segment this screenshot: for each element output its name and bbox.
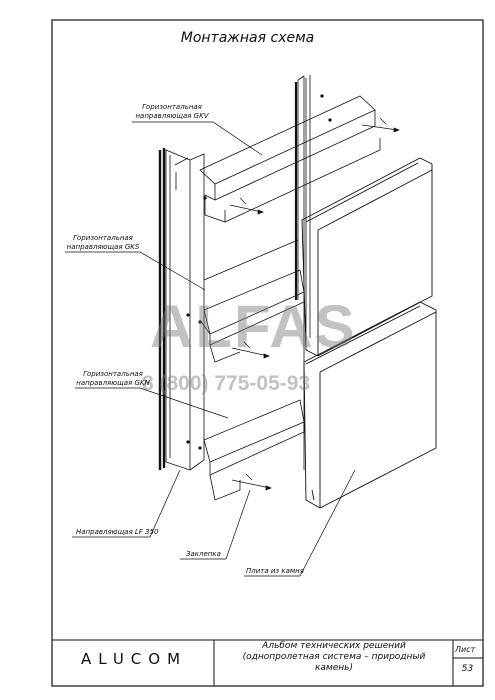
drawing-title: Монтажная схема: [180, 30, 315, 46]
stone-slab-lower: [303, 301, 437, 509]
label-gkv: Горизонтальная направляющая GKV: [132, 103, 212, 121]
sheet-number: 53: [461, 664, 474, 674]
sheet-frame: [51, 19, 484, 687]
label-lf350: Направляющая LF 350: [76, 528, 159, 536]
back-vertical-profile: [294, 75, 311, 470]
rail-gkv: [199, 94, 381, 223]
album-title: Альбом технических решений (однопролетна…: [216, 641, 452, 674]
label-clip: Заклепка: [186, 550, 221, 558]
label-gkn: Горизонтальная направляющая GKN: [74, 370, 152, 388]
leader-lines: [65, 121, 356, 577]
label-gkn-line2: направляющая GKN: [76, 379, 150, 387]
sheet-label: Лист: [455, 645, 476, 654]
label-gks: Горизонтальная направляющая GKS: [64, 234, 142, 252]
label-gkn-line1: Горизонтальная: [83, 370, 143, 378]
lf350-vertical-profile: [158, 148, 299, 471]
watermark-phone: 8 (800) 775-05-93: [142, 372, 311, 395]
dimension-marks: [229, 117, 400, 491]
label-gks-line2: направляющая GKS: [66, 243, 140, 251]
title-block-lines: [52, 639, 483, 686]
album-title-line3: камень): [315, 663, 353, 673]
album-title-line1: Альбом технических решений: [262, 641, 406, 651]
label-gks-line1: Горизонтальная: [73, 234, 133, 242]
label-stone-slab: Плита из камня: [246, 567, 304, 575]
stone-slab-upper: [301, 157, 433, 357]
watermark-brand: ALFAS: [150, 293, 357, 360]
company-logo: ALUCOM: [80, 650, 188, 668]
label-gkv-line1: Горизонтальная: [142, 103, 202, 111]
label-gkv-line2: направляющая GKV: [135, 112, 209, 120]
album-title-line2: (однопролетная система – природный: [242, 652, 426, 662]
rail-gkn: [186, 399, 305, 501]
